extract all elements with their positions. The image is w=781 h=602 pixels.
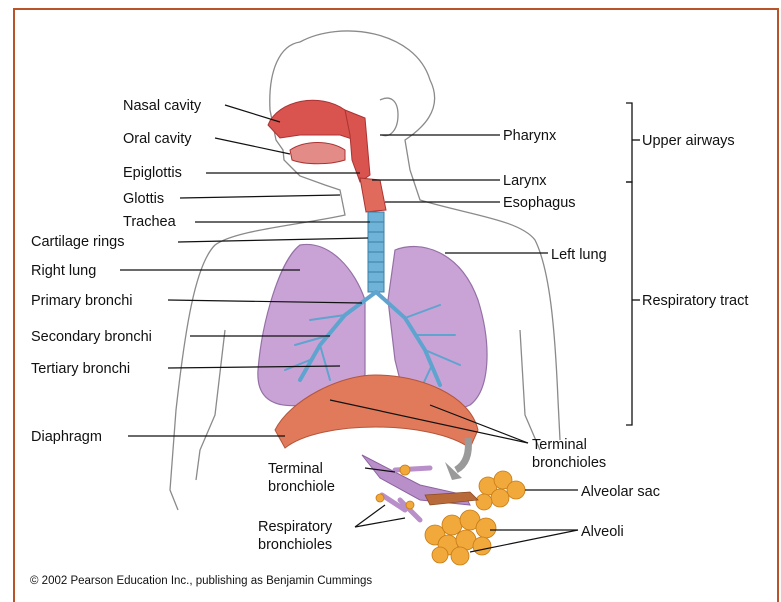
trachea [368,212,384,292]
copyright-credit: © 2002 Pearson Education Inc., publishin… [30,575,372,587]
label-oral-cavity: Oral cavity [123,131,192,147]
label-alveolar-sac: Alveolar sac [581,484,660,500]
label-trachea: Trachea [123,214,177,230]
label-nasal-cavity: Nasal cavity [123,98,202,114]
oral-cavity [290,143,345,164]
bronchiole-inset [362,455,525,565]
larynx [360,178,386,212]
label-primary-bronchi: Primary bronchi [31,293,133,309]
label-terminal-bronchiole-line1: Terminal [268,461,323,477]
label-pharynx: Pharynx [503,128,557,144]
label-diaphragm: Diaphragm [31,429,102,445]
label-respiratory-tract: Respiratory tract [642,293,748,309]
label-respiratory-bronchioles-line1: Respiratory [258,519,333,535]
label-alveoli: Alveoli [581,524,624,540]
label-secondary-bronchi: Secondary bronchi [31,329,152,345]
pharynx [345,110,370,182]
label-epiglottis: Epiglottis [123,165,182,181]
label-terminal-bronchioles-line1: Terminal [532,437,587,453]
label-right-lung: Right lung [31,263,96,279]
label-terminal-bronchioles-line2: bronchioles [532,455,606,471]
label-tertiary-bronchi: Tertiary bronchi [31,361,130,377]
label-terminal-bronchiole-line2: bronchiole [268,479,335,495]
label-upper-airways: Upper airways [642,133,735,149]
label-esophagus: Esophagus [503,195,576,211]
label-cartilage-rings: Cartilage rings [31,234,125,250]
label-glottis: Glottis [123,191,164,207]
region-bracket [626,103,640,425]
nasal-cavity [268,100,355,140]
label-respiratory-bronchioles-line2: bronchioles [258,537,332,553]
label-larynx: Larynx [503,173,547,189]
label-left-lung: Left lung [551,247,607,263]
